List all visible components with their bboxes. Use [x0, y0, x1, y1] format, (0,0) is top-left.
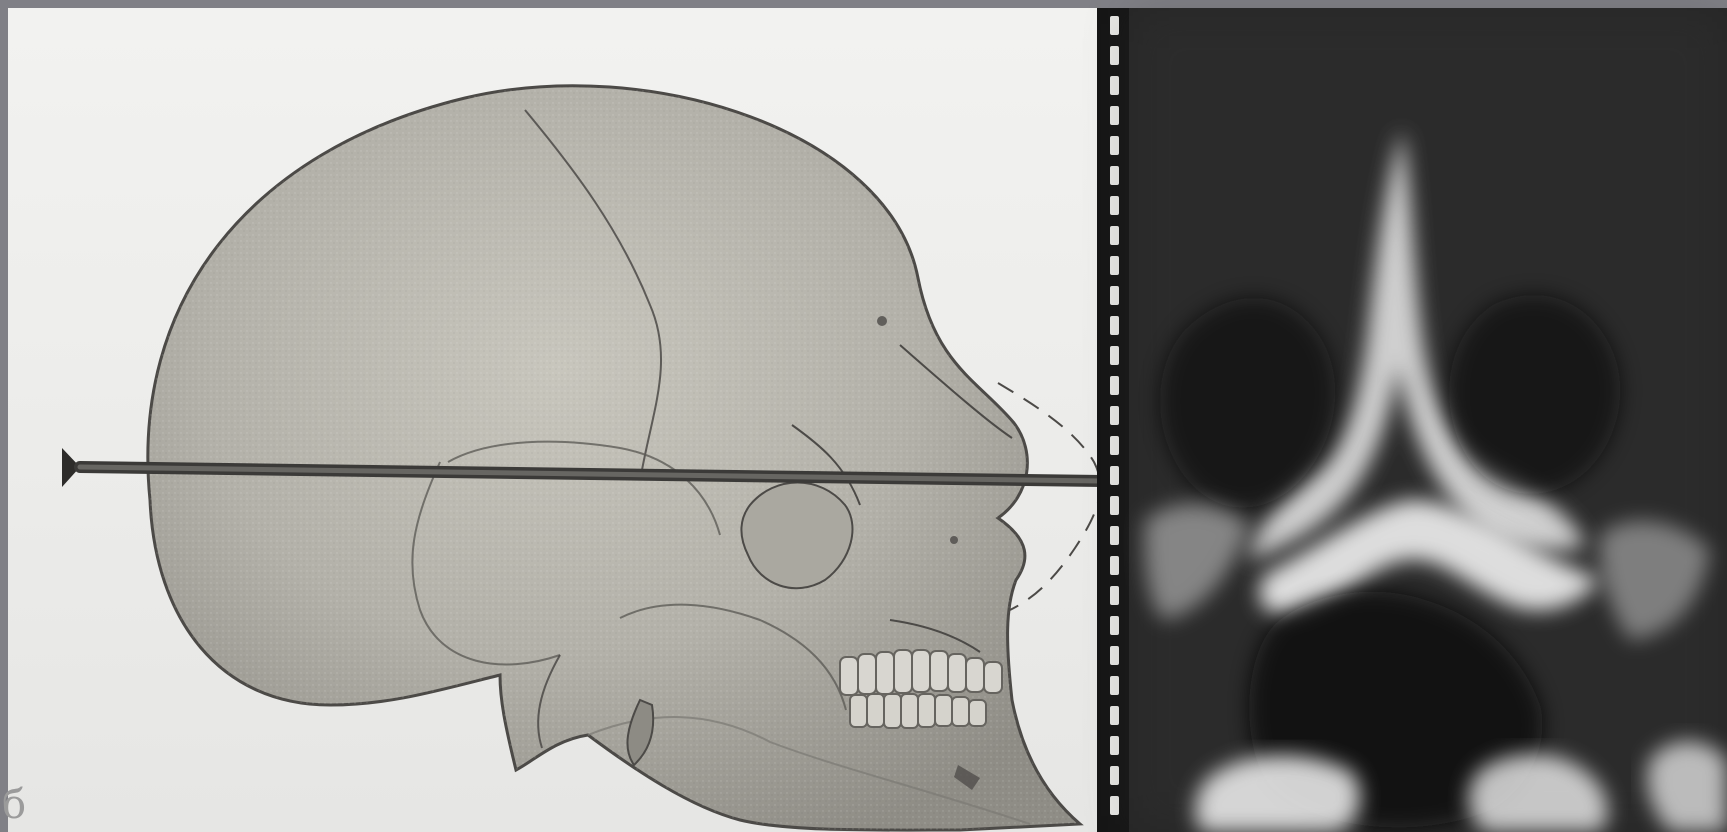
film-hole-icon [1110, 586, 1119, 605]
film-hole-icon [1110, 166, 1119, 185]
film-strip-icon [1097, 8, 1129, 832]
film-hole-icon [1110, 466, 1119, 485]
paranasal-sinus-radiograph-icon [1129, 8, 1727, 832]
tooth-icon [930, 651, 948, 691]
film-hole-icon [1110, 376, 1119, 395]
film-hole-icon [1110, 646, 1119, 665]
figure-panel-label: б [2, 782, 26, 828]
film-hole-icon [1110, 16, 1119, 35]
film-hole-icon [1110, 496, 1119, 515]
lower-teeth-icon [850, 694, 986, 728]
tooth-icon [935, 695, 952, 726]
tooth-icon [894, 650, 912, 693]
tooth-icon [984, 662, 1002, 693]
film-hole-icon [1110, 286, 1119, 305]
film-hole-icon [1110, 316, 1119, 335]
tooth-icon [850, 695, 867, 727]
tooth-icon [858, 654, 876, 694]
film-hole-icon [1110, 616, 1119, 635]
film-hole-icon [1110, 406, 1119, 425]
film-hole-icon [1110, 706, 1119, 725]
film-hole-icon [1110, 106, 1119, 125]
tooth-icon [884, 694, 901, 728]
film-hole-icon [1110, 556, 1119, 575]
film-hole-icon [1110, 136, 1119, 155]
skull-lateral-projection-icon [148, 86, 1080, 830]
tooth-icon [918, 694, 935, 727]
film-hole-icon [1110, 226, 1119, 245]
film-hole-icon [1110, 436, 1119, 455]
tooth-icon [966, 658, 984, 692]
tooth-icon [948, 654, 966, 692]
nasal-spine-point-icon [950, 536, 958, 544]
tooth-icon [876, 652, 894, 694]
film-hole-icon [1110, 196, 1119, 215]
tooth-icon [952, 697, 969, 726]
film-hole-icon [1110, 346, 1119, 365]
film-hole-icon [1110, 796, 1119, 815]
tooth-icon [840, 657, 858, 695]
film-hole-icon [1110, 676, 1119, 695]
tooth-icon [912, 650, 930, 692]
film-hole-icon [1110, 256, 1119, 275]
film-hole-icon [1110, 46, 1119, 65]
tooth-icon [867, 694, 884, 727]
tooth-icon [969, 700, 986, 726]
glabella-point-icon [877, 316, 887, 326]
film-hole-icon [1110, 526, 1119, 545]
film-hole-icon [1110, 736, 1119, 755]
tooth-icon [901, 694, 918, 728]
film-hole-icon [1110, 766, 1119, 785]
film-hole-icon [1110, 76, 1119, 95]
